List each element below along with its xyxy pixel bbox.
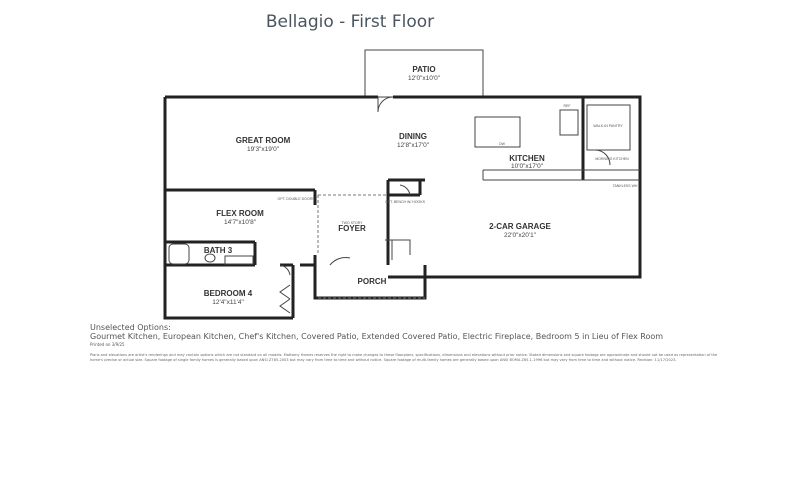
kitchen-counter <box>482 169 640 181</box>
dw-label: DW <box>499 142 506 146</box>
foyer-note: TWO STORY <box>341 221 363 225</box>
range <box>559 109 579 136</box>
patio-dims: 12'0"x10'0" <box>408 75 441 82</box>
foyer-name: FOYER <box>338 224 366 233</box>
unselected-options-heading: Unselected Options: <box>90 323 171 332</box>
dining-name: DINING <box>399 132 427 141</box>
unselected-options-list: Gourmet Kitchen, European Kitchen, Chef'… <box>90 332 664 341</box>
tankless-label: TANKLESS WH <box>613 184 638 188</box>
ref-label: REF <box>564 104 571 108</box>
stairs <box>385 239 411 260</box>
patio-name: PATIO <box>412 65 435 74</box>
toilet <box>204 253 216 263</box>
great-room-name: GREAT ROOM <box>236 136 291 145</box>
morning-kitchen-label: MORNING KITCHEN <box>595 157 629 161</box>
garage-dims: 22'0"x20'1" <box>504 232 537 239</box>
bedroom4-name: BEDROOM 4 <box>204 289 253 298</box>
walk-in-pantry-label: WALK-IN PANTRY <box>593 124 623 128</box>
garage-name: 2-CAR GARAGE <box>489 222 551 231</box>
island <box>474 116 521 148</box>
exterior-walls <box>163 95 642 320</box>
disclaimer: Plans and elevations are artist's render… <box>90 353 718 362</box>
opt-bench-label: OPT. BENCH W/ HOOKS <box>385 200 426 204</box>
interior-walls <box>165 97 585 277</box>
flex-room-dims: 14'7"x10'8" <box>224 219 257 226</box>
bedroom4-dims: 12'4"x11'4" <box>212 299 244 306</box>
pantry <box>586 104 631 151</box>
vanity <box>224 255 254 265</box>
great-room-dims: 19'3"x19'0" <box>247 146 280 153</box>
tub <box>168 243 190 265</box>
notes-section: Unselected Options: Gourmet Kitchen, Eur… <box>90 323 720 362</box>
flex-room-name: FLEX ROOM <box>216 209 264 218</box>
closet-doors <box>279 284 291 314</box>
doors <box>279 96 611 276</box>
foyer-dashed-line <box>317 194 425 299</box>
bath3-name: BATH 3 <box>204 246 233 255</box>
dining-dims: 12'8"x17'0" <box>397 142 430 149</box>
kitchen-dims: 10'0"x17'0" <box>511 163 544 170</box>
plan-title: Bellagio - First Floor <box>265 12 435 32</box>
kitchen-name: KITCHEN <box>509 154 545 163</box>
porch-name: PORCH <box>358 277 387 286</box>
printed-date: Printed on 3/9/25 <box>90 342 125 347</box>
opt-double-doors-label: OPT. DOUBLE DOORS <box>278 197 316 201</box>
